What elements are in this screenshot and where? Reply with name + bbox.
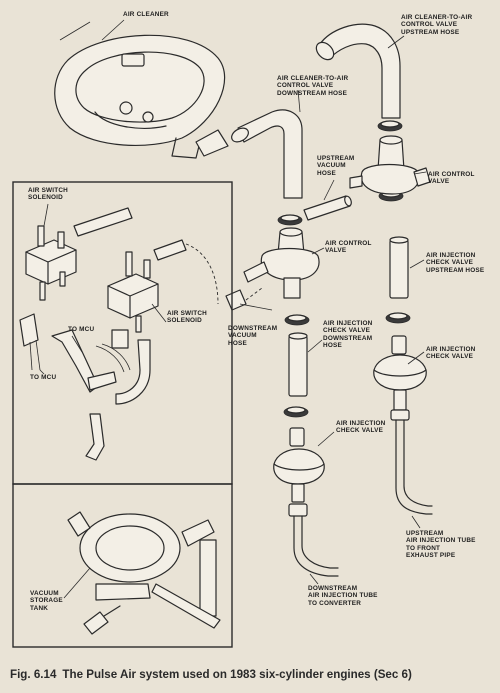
label-air-switch-solenoid-right: AIR SWITCH SOLENOID	[167, 310, 207, 325]
label-downstream-tube: DOWNSTREAM AIR INJECTION TUBE TO CONVERT…	[308, 585, 378, 607]
air-control-valve-right	[349, 135, 431, 195]
label-check-valve-upstream-hose: AIR INJECTION CHECK VALVE UPSTREAM HOSE	[426, 252, 485, 274]
vacuum-storage-tank	[67, 511, 221, 635]
label-to-mcu-2: TO MCU	[30, 374, 57, 381]
label-vacuum-storage-tank: VACUUM STORAGE TANK	[30, 590, 63, 612]
label-air-injection-check-valve-right: AIR INJECTION CHECK VALVE	[426, 346, 476, 361]
check-valve-hoses	[288, 236, 409, 397]
figure-number: Fig. 6.14	[10, 668, 57, 681]
air-switch-solenoid-left	[25, 225, 77, 301]
label-check-valve-downstream-hose: AIR INJECTION CHECK VALVE DOWNSTREAM HOS…	[323, 320, 373, 350]
figure-caption-text: The Pulse Air system used on 1983 six-cy…	[62, 668, 412, 681]
label-downstream-vacuum-hose: DOWNSTREAM VACUUM HOSE	[228, 325, 278, 347]
downstream-vacuum-hose	[225, 287, 263, 311]
air-switch-solenoid-right	[107, 251, 159, 333]
injection-tubes	[293, 419, 433, 577]
air-cleaner	[54, 21, 229, 159]
label-upstream-tube: UPSTREAM AIR INJECTION TUBE TO FRONT EXH…	[406, 530, 476, 560]
label-air-switch-solenoid-left: AIR SWITCH SOLENOID	[28, 187, 68, 202]
label-air-cleaner: AIR CLEANER	[123, 11, 169, 18]
label-to-mcu-1: TO MCU	[68, 326, 95, 333]
air-injection-check-valve-mid	[273, 427, 325, 517]
upstream-vacuum-hose	[303, 195, 352, 221]
downstream-hose-top	[231, 109, 303, 199]
figure-caption: Fig. 6.14 The Pulse Air system used on 19…	[10, 668, 496, 681]
label-air-injection-check-valve-mid: AIR INJECTION CHECK VALVE	[336, 420, 386, 435]
leader-lines	[39, 19, 427, 599]
label-downstream-hose-top: AIR CLEANER-TO-AIR CONTROL VALVE DOWNSTR…	[277, 75, 349, 97]
air-injection-check-valve-right	[373, 335, 427, 421]
upstream-hose-top	[315, 23, 401, 119]
air-control-valve-mid	[243, 227, 320, 299]
detail-boxes	[12, 181, 233, 648]
label-upstream-hose-top: AIR CLEANER-TO-AIR CONTROL VALVE UPSTREA…	[401, 14, 473, 36]
label-upstream-vacuum-hose: UPSTREAM VACUUM HOSE	[317, 155, 355, 177]
label-air-control-valve-mid: AIR CONTROL VALVE	[325, 240, 372, 255]
solenoid-hoses	[19, 207, 219, 461]
label-air-control-valve-right: AIR CONTROL VALVE	[428, 171, 475, 186]
